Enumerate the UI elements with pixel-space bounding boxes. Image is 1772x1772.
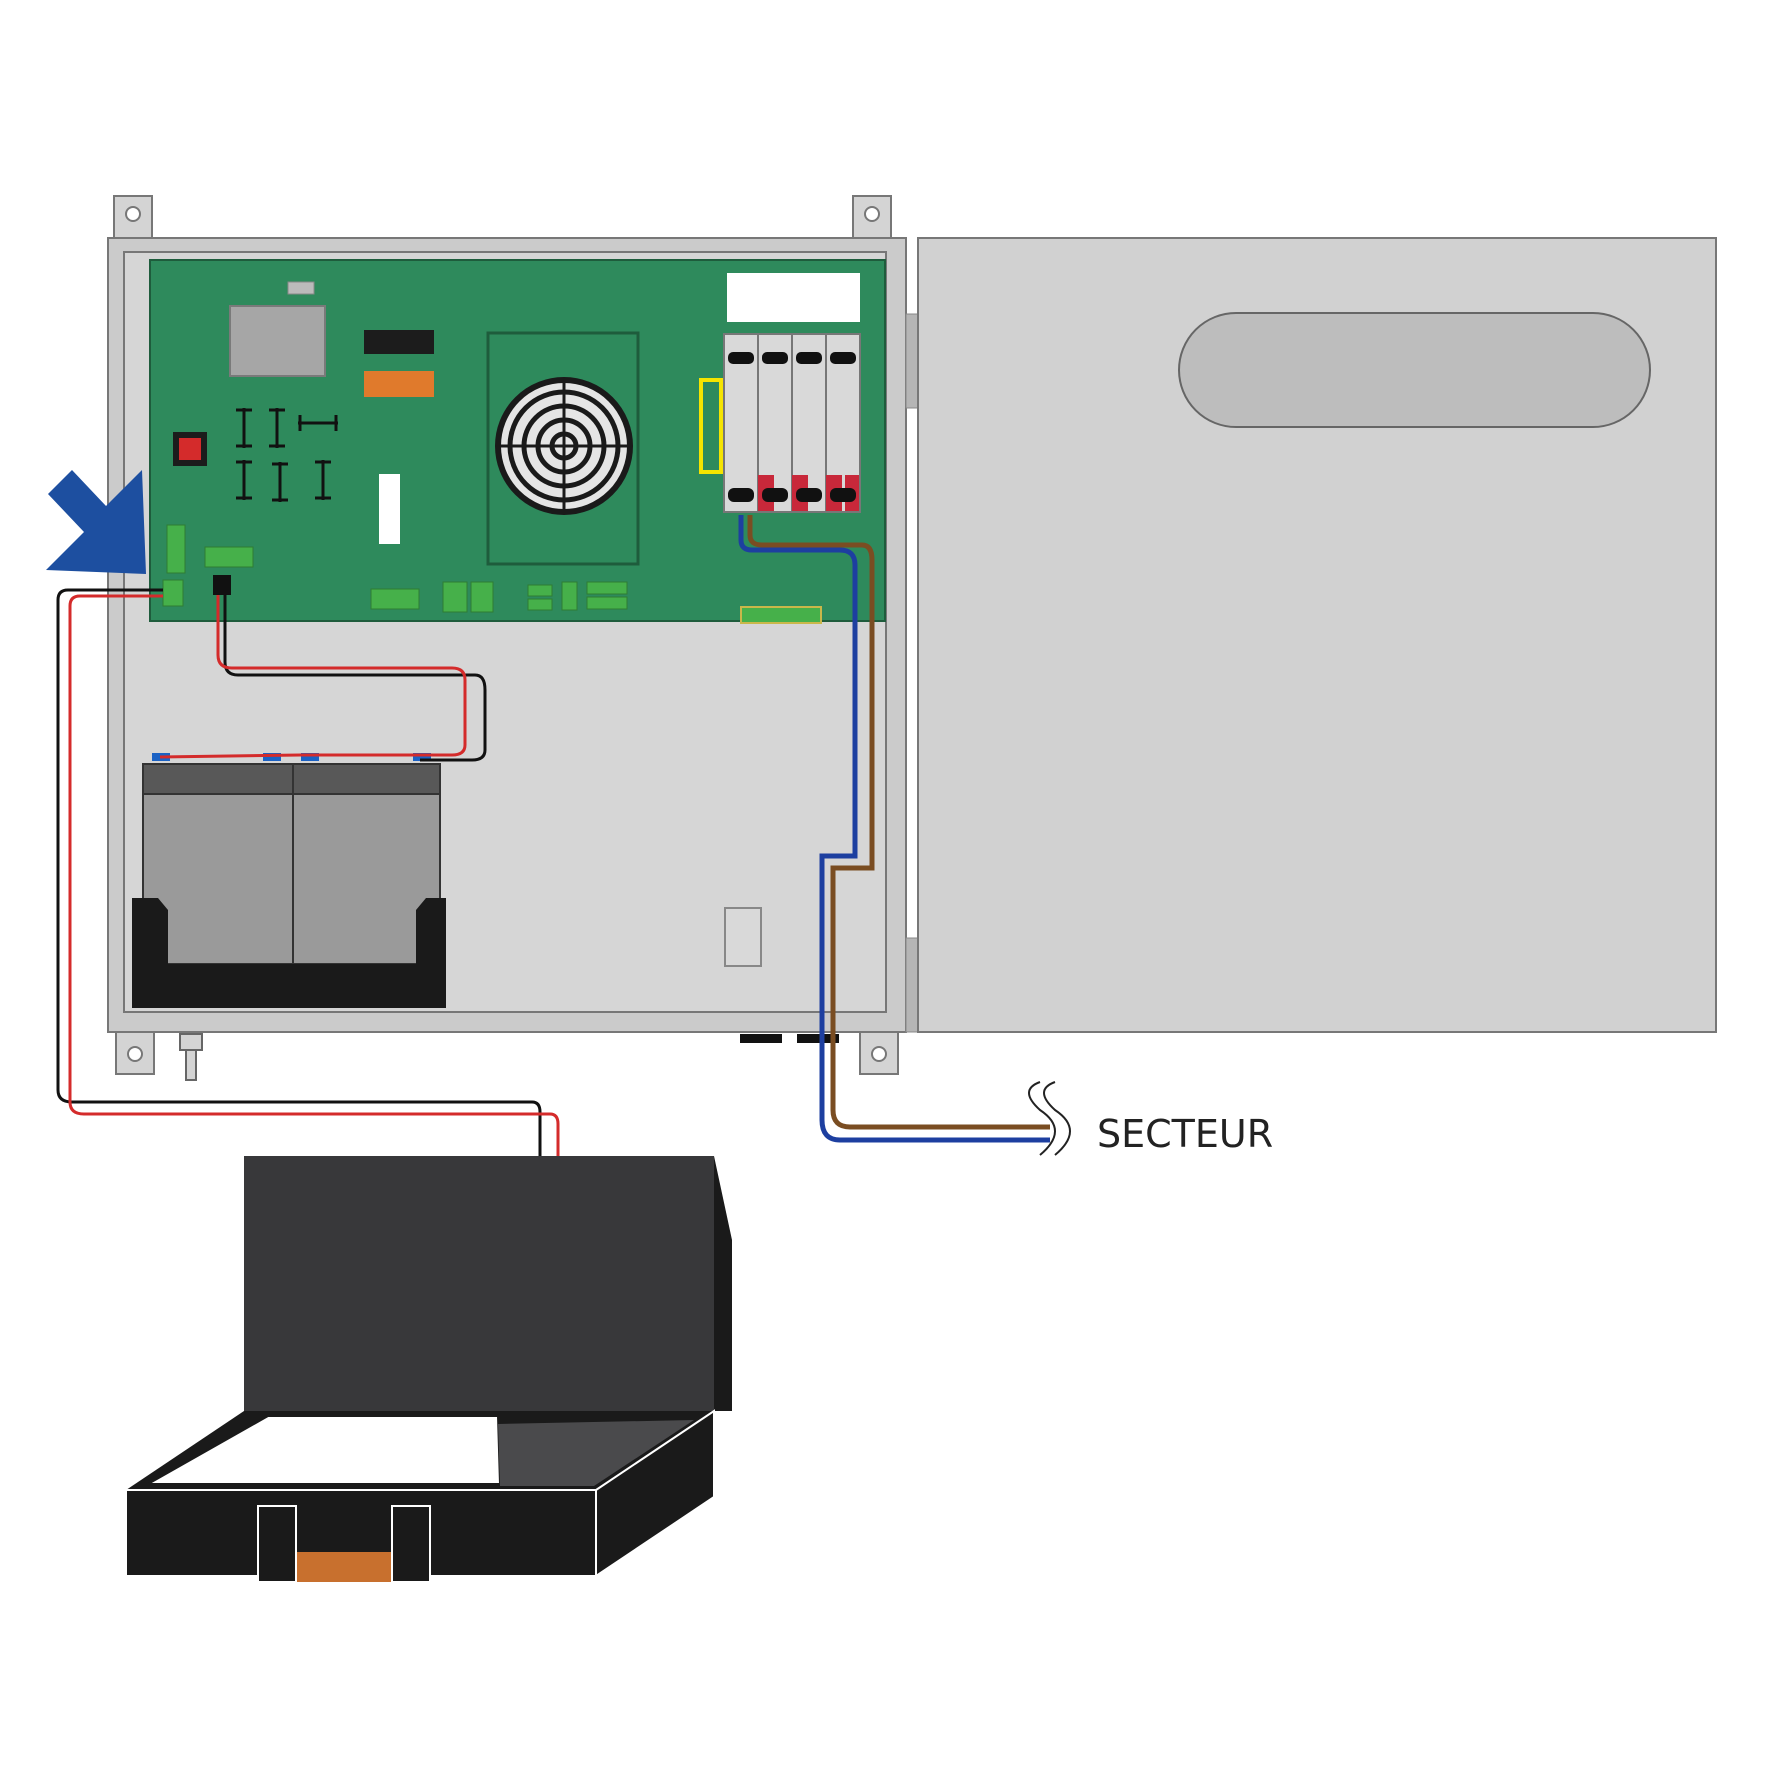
pcb-label bbox=[727, 273, 860, 322]
case-handle-right bbox=[391, 1505, 431, 1583]
mains-label: SECTEUR bbox=[1097, 1112, 1273, 1156]
battery-holder bbox=[132, 898, 446, 1008]
mains-wire-neutral bbox=[738, 515, 1050, 1143]
transformer bbox=[229, 305, 326, 377]
door-hinge-bottom bbox=[905, 937, 919, 1033]
battery-connector bbox=[213, 575, 231, 595]
battery-wires bbox=[159, 595, 487, 762]
mains-break-mark bbox=[1028, 1081, 1071, 1156]
battery-wire-positive bbox=[159, 595, 467, 759]
diodes bbox=[236, 408, 338, 502]
door-window bbox=[1178, 312, 1651, 428]
circuit-board bbox=[149, 259, 886, 624]
pointer-arrow-icon bbox=[46, 470, 146, 574]
enclosure-door bbox=[917, 237, 1717, 1033]
cable-gland-left bbox=[740, 1034, 782, 1043]
fan-housing bbox=[486, 331, 640, 566]
door-hinge-top bbox=[905, 313, 919, 409]
external-wire-positive bbox=[68, 594, 560, 1490]
pcb-connectors bbox=[162, 524, 822, 624]
ic-black bbox=[364, 330, 434, 354]
fuse-white bbox=[379, 474, 400, 544]
internal-battery bbox=[132, 753, 446, 1008]
case-latch bbox=[297, 1552, 391, 1582]
external-battery-wires bbox=[56, 588, 560, 1490]
terminal-plate bbox=[724, 907, 762, 967]
battery-case bbox=[125, 1156, 732, 1583]
tamper-screw bbox=[179, 1033, 203, 1051]
cable-gland-right bbox=[797, 1034, 839, 1043]
mains-wire-live bbox=[747, 515, 1050, 1130]
capacitor-orange bbox=[364, 371, 434, 397]
indicator-yellow bbox=[699, 378, 723, 474]
external-wire-negative bbox=[56, 588, 542, 1490]
circuit-breakers bbox=[723, 333, 861, 513]
battery-wire-negative bbox=[223, 595, 487, 762]
case-lid bbox=[244, 1156, 714, 1411]
case-handle-left bbox=[257, 1505, 297, 1583]
cooling-fan bbox=[495, 377, 633, 515]
mains-wires bbox=[738, 515, 1071, 1156]
